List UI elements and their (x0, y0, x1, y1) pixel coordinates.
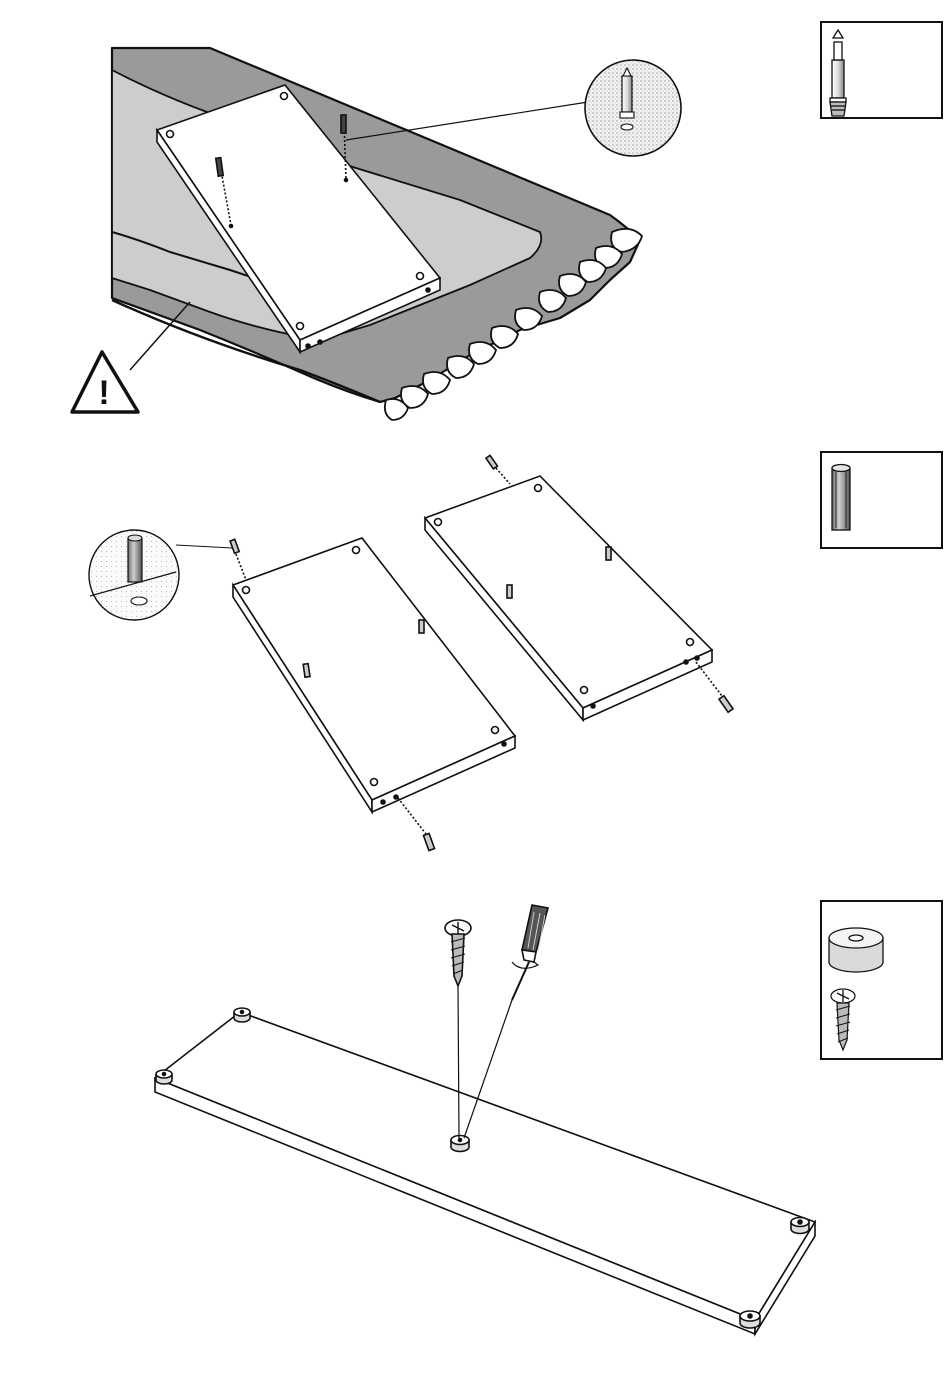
part-box-wood-dowel (821, 452, 942, 548)
base-panel (155, 1012, 815, 1334)
dowel-detail-zoom (89, 530, 232, 620)
step-cam-bolts: ! (72, 48, 681, 420)
cam-bolt-detail-zoom (585, 60, 681, 156)
felt-foot-pad-icon (829, 928, 883, 972)
part-box-cam-bolt (821, 22, 942, 118)
part-box-foot-and-screw (821, 901, 942, 1059)
wood-dowel-icon (832, 465, 850, 531)
screwdriver-icon (464, 905, 548, 1138)
warning-symbol: ! (98, 374, 109, 412)
step-wood-dowels (89, 455, 733, 850)
step-feet (155, 905, 815, 1334)
